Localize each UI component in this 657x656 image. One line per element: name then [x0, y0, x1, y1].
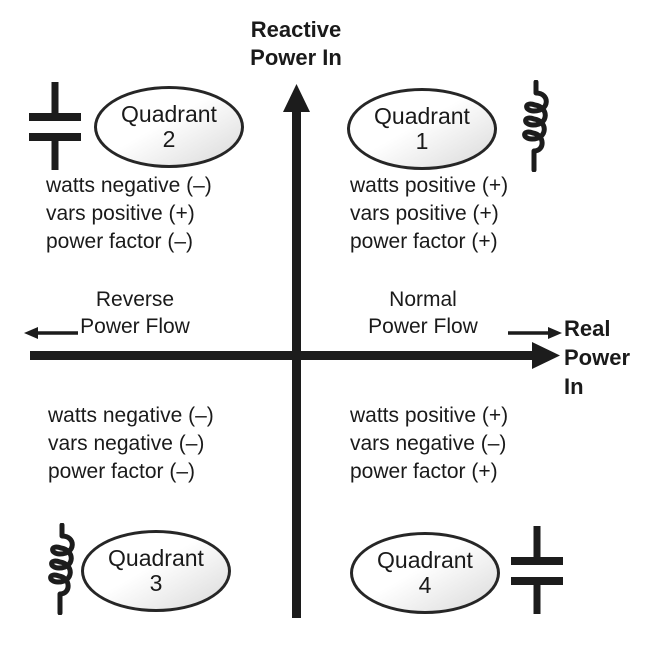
x-axis-title: Real Power In [564, 316, 631, 399]
q4-vars-line: vars negative (–) [350, 432, 507, 455]
capacitor-icon [29, 82, 81, 170]
quadrant-2-properties: watts negative (–) vars positive (+) pow… [46, 172, 212, 256]
quadrant-2-number: 2 [162, 126, 176, 152]
quadrant-1-label: Quadrant [374, 103, 470, 129]
normal-power-flow-label: Normal Power Flow [368, 288, 478, 338]
q3-vars-line: vars negative (–) [48, 432, 205, 455]
q4-watts-line: watts positive (+) [350, 404, 509, 427]
q2-pf-line: power factor (–) [46, 230, 194, 253]
inductor-icon [48, 523, 75, 615]
inductor-icon [522, 80, 549, 172]
quadrant-4-properties: watts positive (+) vars negative (–) pow… [350, 402, 508, 486]
quadrant-2-bubble: Quadrant 2 [94, 86, 244, 168]
reverse-power-flow-label: Reverse Power Flow [80, 288, 190, 338]
quadrant-4-label: Quadrant [377, 547, 473, 573]
q1-watts-line: watts positive (+) [350, 174, 509, 197]
q3-watts-line: watts negative (–) [48, 404, 214, 427]
quadrant-1-bubble: Quadrant 1 [347, 88, 497, 170]
left-arrow-icon [24, 327, 78, 339]
right-arrow-icon [532, 342, 560, 369]
q1-pf-line: power factor (+) [350, 230, 498, 253]
quadrant-1-properties: watts positive (+) vars positive (+) pow… [350, 172, 508, 256]
q2-watts-line: watts negative (–) [46, 174, 212, 197]
right-arrow-icon-small [508, 327, 562, 339]
q3-pf-line: power factor (–) [48, 460, 196, 483]
quadrant-4-bubble: Quadrant 4 [350, 532, 500, 614]
quadrant-1-number: 1 [415, 128, 429, 154]
quadrant-3-bubble: Quadrant 3 [81, 530, 231, 612]
quadrant-2-label: Quadrant [121, 101, 217, 127]
y-axis-title: Reactive Power In [250, 17, 342, 70]
quadrant-3-label: Quadrant [108, 545, 204, 571]
quadrant-3-properties: watts negative (–) vars negative (–) pow… [48, 402, 214, 486]
quadrant-3-number: 3 [149, 570, 163, 596]
q4-pf-line: power factor (+) [350, 460, 498, 483]
capacitor-icon [511, 526, 563, 614]
q1-vars-line: vars positive (+) [350, 202, 499, 225]
up-arrow-icon [283, 84, 310, 112]
q2-vars-line: vars positive (+) [46, 202, 195, 225]
quadrant-4-number: 4 [418, 572, 432, 598]
